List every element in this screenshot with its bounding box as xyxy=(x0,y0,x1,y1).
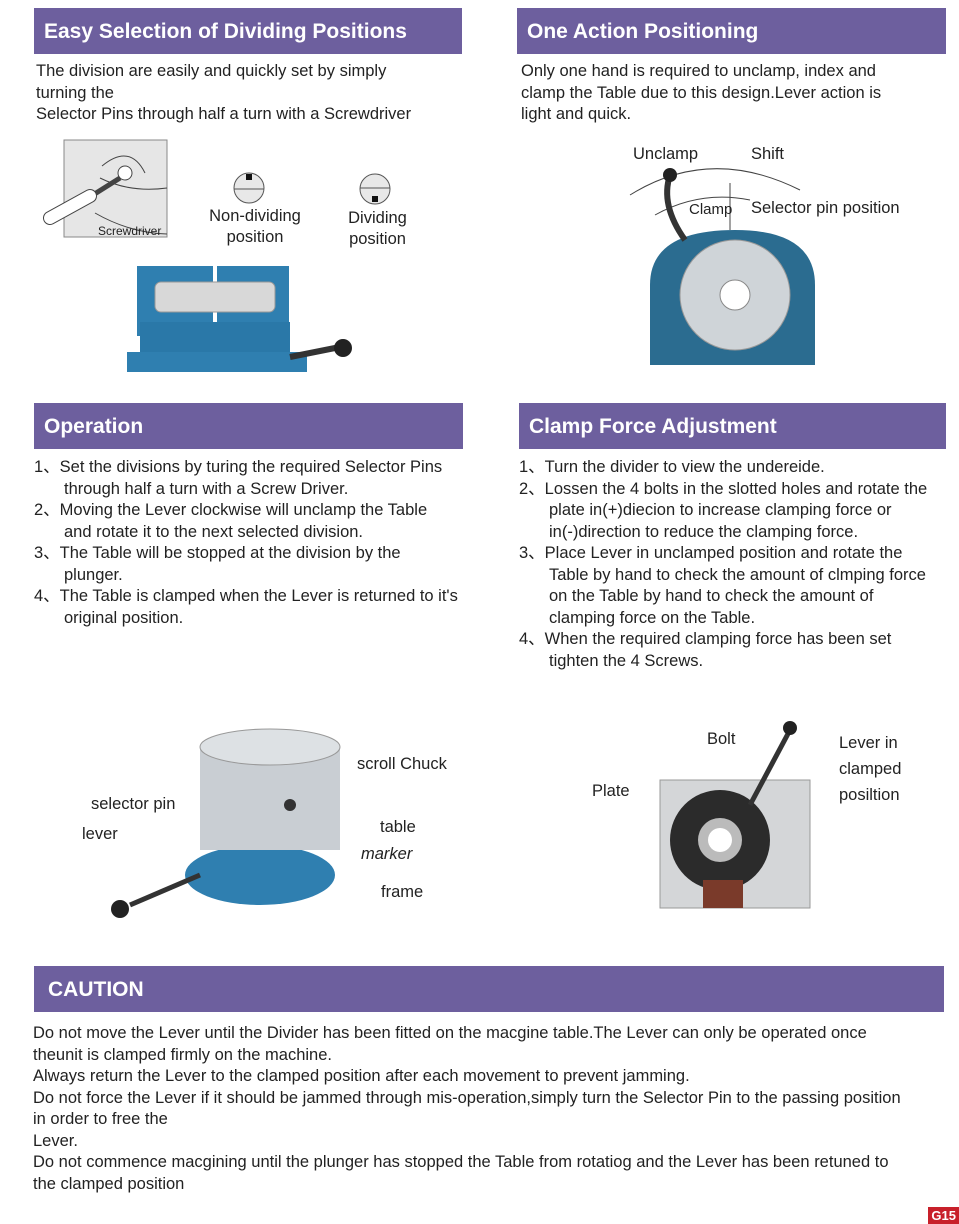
list-item: 1、Turn the divider to view the undereide… xyxy=(519,458,825,476)
text-line: Only one hand is required to unclamp, in… xyxy=(521,62,876,80)
unclamp-label: Unclamp xyxy=(633,145,699,163)
dividing-pin-icon xyxy=(359,173,391,205)
frame-label: frame xyxy=(381,883,424,901)
text-line: The division are easily and quickly set … xyxy=(36,62,387,80)
text-line: Selector Pins through half a turn with a… xyxy=(36,105,412,123)
scroll-chuck-label: scroll Chuck xyxy=(357,755,447,773)
text-line: Do not force the Lever if it should be j… xyxy=(33,1088,901,1129)
section-header-easy-selection: Easy Selection of Dividing Positions xyxy=(34,8,462,54)
non-dividing-pin-icon xyxy=(233,172,265,204)
clamp-label: Clamp xyxy=(689,201,733,218)
text-line: clamp the Table due to this design.Lever… xyxy=(521,83,882,102)
section-header-caution: CAUTION xyxy=(34,966,944,1012)
section-header-clamp-force: Clamp Force Adjustment xyxy=(519,403,946,449)
list-item: 4、When the required clamping force has b… xyxy=(519,630,892,670)
table-label: table xyxy=(380,818,416,836)
list-item: 4、The Table is clamped when the Lever is… xyxy=(34,587,458,627)
text-line: Do not commence macgining until the plun… xyxy=(33,1153,889,1193)
divider-underside-photo xyxy=(659,721,811,909)
page-number-badge: G15 xyxy=(928,1207,959,1224)
list-item: 3、Place Lever in unclamped position and … xyxy=(519,544,926,627)
operation-list: 1、Set the divisions by turing the requir… xyxy=(34,457,459,629)
lever-clamped-label: Lever in clamped posiltion xyxy=(839,734,902,804)
screwdriver-label: Screwdriver xyxy=(98,224,162,238)
text-line: Do not move the Lever until the Divider … xyxy=(33,1024,867,1064)
clamp-force-list: 1、Turn the divider to view the undereide… xyxy=(519,457,939,672)
list-item: 1、Set the divisions by turing the requir… xyxy=(34,458,443,498)
screwdriver-diagram xyxy=(43,139,168,238)
plate-label: Plate xyxy=(592,782,630,800)
rotary-table-photo xyxy=(127,266,352,372)
text-line: Lever. xyxy=(33,1131,78,1150)
selector-pin-label: selector pin xyxy=(91,795,176,813)
list-item: 3、The Table will be stopped at the divis… xyxy=(34,544,401,584)
selector-pin-position-label: Selector pin position xyxy=(751,199,900,217)
lever-label: lever xyxy=(82,825,118,843)
text-line: light and quick. xyxy=(521,105,632,123)
lever-positioning-diagram xyxy=(629,168,815,365)
section-header-operation: Operation xyxy=(34,403,463,449)
non-dividing-label: Non-dividing position xyxy=(209,207,301,246)
shift-label: Shift xyxy=(751,145,785,163)
list-item: 2、Lossen the 4 bolts in the slotted hole… xyxy=(519,479,928,541)
bolt-label: Bolt xyxy=(707,730,736,748)
text-line: Always return the Lever to the clamped p… xyxy=(33,1067,690,1085)
text-line: turning the xyxy=(36,83,114,102)
caution-text: Do not move the Lever until the Divider … xyxy=(33,1023,913,1195)
marker-label: marker xyxy=(361,845,413,863)
list-item: 2、Moving the Lever clockwise will unclam… xyxy=(34,501,428,541)
dividing-label: Dividing position xyxy=(348,209,407,248)
one-action-text: Only one hand is required to unclamp, in… xyxy=(521,61,941,126)
divider-with-chuck-photo xyxy=(111,728,341,918)
easy-selection-text: The division are easily and quickly set … xyxy=(36,61,466,126)
section-header-one-action: One Action Positioning xyxy=(517,8,946,54)
